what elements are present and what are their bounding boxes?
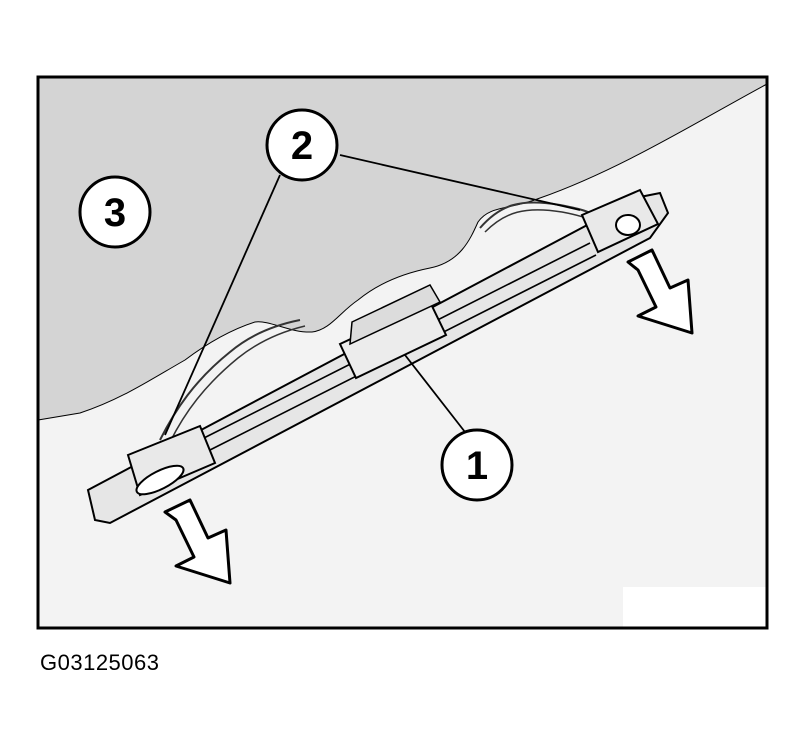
callout-2-label: 2 [291, 124, 313, 168]
callout-1: 1 [440, 428, 514, 502]
callout-3-label: 3 [104, 191, 126, 235]
callout-3: 3 [78, 175, 152, 249]
leader-line-2b [339, 154, 581, 211]
shaded-panel-region [37, 76, 768, 421]
right-slot-hole [615, 214, 641, 236]
figure-code: G03125063 [40, 650, 160, 675]
callout-2: 2 [265, 108, 339, 182]
figure-frame [36, 75, 769, 630]
leader-line-2a [164, 174, 281, 436]
frame-notch [623, 587, 767, 628]
rail-bar [86, 188, 670, 525]
left-pull-arrow [163, 498, 232, 585]
left-cable-outline [169, 325, 306, 443]
left-slot-hole [135, 464, 185, 496]
callout-1-label: 1 [466, 444, 488, 488]
leader-line-1 [404, 354, 466, 433]
right-pull-arrow [626, 248, 694, 335]
